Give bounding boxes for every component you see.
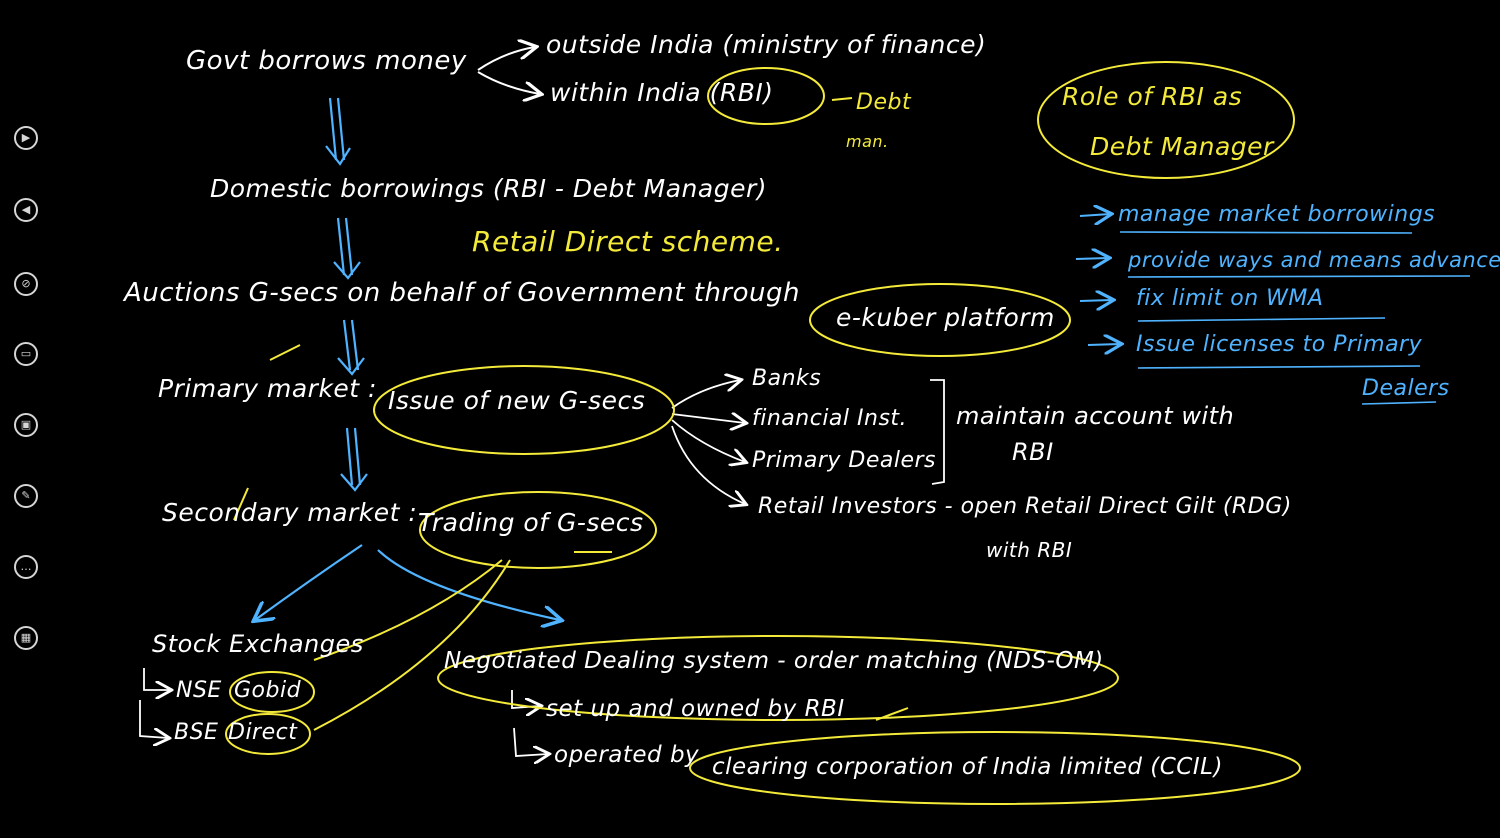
nse-text: NSE: [176, 678, 222, 703]
role-underlines: [1119, 231, 1471, 405]
edit-slide-icon[interactable]: ✎: [14, 484, 38, 508]
back-icon[interactable]: ◀: [14, 198, 38, 222]
video-icon[interactable]: ▣: [14, 413, 38, 437]
highlight-strokes: [225, 61, 1301, 805]
secondary-market-label: Secondary market :: [162, 498, 418, 527]
bse-text: BSE: [174, 720, 219, 745]
outside-india-text: outside India (ministry of finance): [546, 30, 987, 59]
retail-direct-scheme-text: Retail Direct scheme.: [472, 225, 784, 258]
display-settings-icon[interactable]: ▦: [14, 626, 38, 650]
rbi-role-title-2: Debt Manager: [1090, 132, 1274, 161]
maintain-account-text-1: maintain account with: [956, 402, 1235, 430]
nse-gobid-text: Gobid: [234, 678, 302, 703]
subtitles-icon[interactable]: ▭: [14, 342, 38, 366]
rbi-role-item-4-tail: Dealers: [1362, 376, 1450, 401]
role-arrows: [1075, 214, 1120, 345]
secondary-market-trading: Trading of G-secs: [418, 508, 644, 537]
flow-down-arrows: [255, 97, 560, 620]
investor-primary-dealers: Primary Dealers: [752, 448, 937, 473]
rbi-role-item-3: fix limit on WMA: [1136, 286, 1324, 311]
debt-man-note-1: Debt: [856, 90, 912, 115]
primary-market-issue: Issue of new G-secs: [388, 386, 646, 415]
ndsom-text: Negotiated Dealing system - order matchi…: [444, 648, 1104, 674]
more-options-icon[interactable]: …: [14, 555, 38, 579]
debt-man-note-2: man.: [846, 132, 889, 151]
investor-banks: Banks: [752, 366, 822, 391]
issue-arrows: [139, 380, 945, 756]
ndsom-operated-text: operated by: [554, 742, 700, 768]
hide-ink-icon[interactable]: ⊘: [14, 272, 38, 296]
maintain-account-text-2: RBI: [1012, 438, 1054, 466]
rbi-role-item-1: manage market borrowings: [1118, 202, 1436, 227]
retail-with-rbi: with RBI: [986, 538, 1073, 562]
rbi-role-title-1: Role of RBI as: [1062, 82, 1243, 111]
ndsom-setup-text: set up and owned by RBI: [546, 696, 845, 722]
stock-exchanges-text: Stock Exchanges: [152, 630, 364, 658]
bse-direct-text: Direct: [228, 720, 298, 745]
investor-financial-inst: financial Inst.: [752, 406, 908, 431]
rbi-role-item-4: Issue licenses to Primary: [1136, 332, 1423, 357]
govt-borrows-text: Govt borrows money: [186, 46, 467, 76]
domestic-borrowings-text: Domestic borrowings (RBI - Debt Manager): [210, 174, 767, 203]
within-india-text: within India (RBI): [550, 78, 774, 107]
ccil-text: clearing corporation of India limited (C…: [712, 754, 1223, 780]
fork-arrows: [477, 47, 540, 94]
ekuber-platform-text: e-kuber platform: [836, 303, 1055, 332]
investor-retail: Retail Investors - open Retail Direct Gi…: [758, 494, 1292, 519]
rbi-role-item-2: provide ways and means advance: [1128, 248, 1500, 272]
auctions-text: Auctions G-secs on behalf of Government …: [124, 278, 800, 308]
play-icon[interactable]: ▶: [14, 126, 38, 150]
primary-market-label: Primary market :: [158, 374, 377, 403]
